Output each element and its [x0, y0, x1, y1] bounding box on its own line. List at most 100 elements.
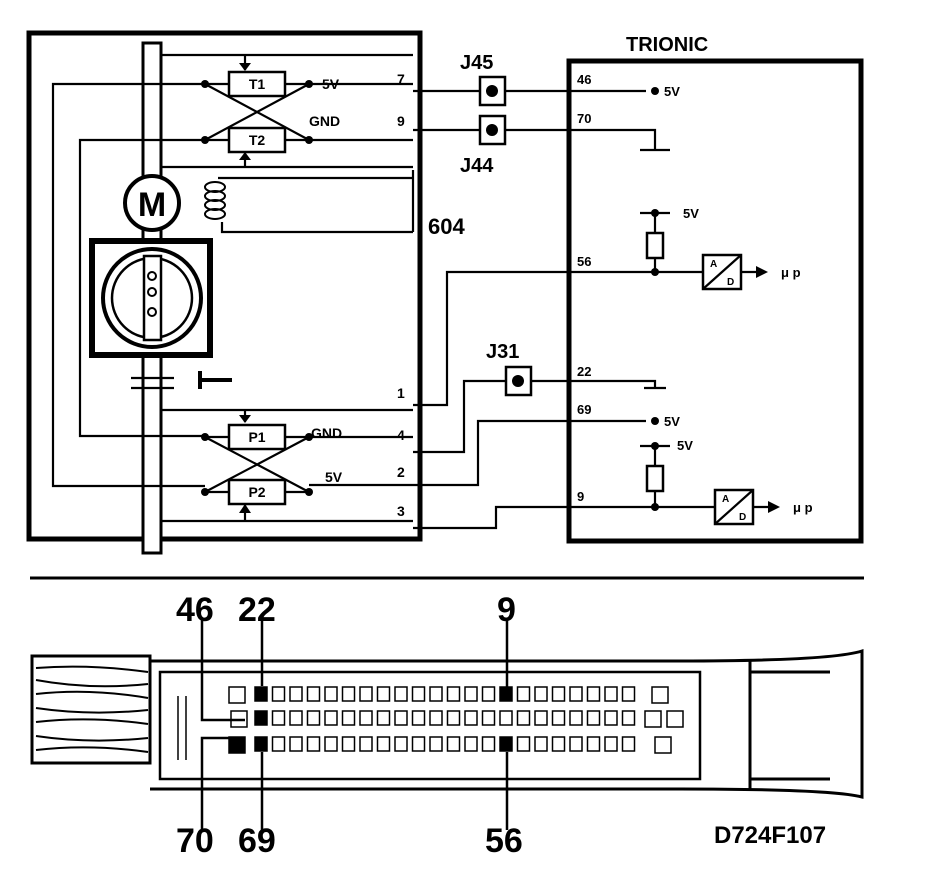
conn-label-70: 70: [176, 822, 214, 860]
pin-9-throttle-label: 9: [397, 113, 405, 129]
connector-pin: [324, 736, 338, 752]
connector-pin: [621, 710, 636, 726]
connector-ribs: [177, 696, 187, 760]
mu-p-b: μ p: [793, 500, 813, 515]
ecu-pin-9: 9: [577, 489, 584, 504]
adc-b-top: A: [722, 494, 729, 505]
connector-pin: [289, 686, 303, 702]
throttle-body-unit: M T1: [26, 30, 465, 555]
p1-ground-label: GND: [311, 425, 342, 441]
connector-pin: [376, 736, 391, 752]
conn-label-46: 46: [176, 591, 214, 629]
ecu-supply-46: 5V: [664, 84, 680, 99]
connector-pin: [359, 686, 373, 702]
pullup-resistor-b: [640, 442, 670, 511]
connector-pin-grid: [228, 686, 684, 754]
ecu-title: TRIONIC: [626, 34, 708, 56]
t2-label: T2: [249, 132, 266, 148]
pin-1-label: 1: [397, 385, 405, 401]
j44-label: J44: [460, 155, 494, 177]
connector-pin: [411, 736, 426, 752]
connector-pin: [394, 686, 408, 702]
t1-label: T1: [249, 76, 266, 92]
connector-pin: [394, 710, 408, 726]
connector-end-pin: [651, 686, 669, 704]
pullup-resistor-a: [640, 209, 670, 276]
connector-pin: [306, 686, 321, 702]
connector-pin: [516, 736, 531, 752]
connector-pin: [394, 736, 408, 752]
ecu-frame: [566, 58, 864, 544]
connector-pin: [254, 736, 268, 752]
connector-pin: [516, 710, 531, 726]
conn-label-22: 22: [238, 591, 276, 629]
ecu-pin-69: 69: [577, 402, 591, 417]
conn-label-56: 56: [485, 822, 523, 860]
connector-end-pin: [644, 710, 662, 728]
connector-pin: [534, 736, 548, 752]
connector-pin: [499, 710, 513, 726]
pin-7-label: 7: [397, 71, 405, 87]
connector-j45: J45: [460, 52, 507, 107]
connector-pin: [289, 710, 303, 726]
sensor-t1-t2: T1 T2: [51, 53, 413, 488]
connector-pin: [341, 710, 356, 726]
ecu-pin-70: 70: [577, 111, 591, 126]
trionic-ecu: TRIONIC 46 70 56 22 69 9 5V 5V A D μ p 5…: [566, 34, 864, 544]
ecu-supply-pullup-a: 5V: [683, 206, 699, 221]
connector-pin: [254, 686, 268, 702]
adc-b: [655, 488, 780, 526]
connector-pin: [376, 710, 391, 726]
adc-b-bottom: D: [739, 512, 746, 523]
connector-pin: [604, 710, 618, 726]
throttle-plate-housing: [89, 238, 213, 358]
ecu-pin-56: 56: [577, 254, 591, 269]
mu-p-a: μ p: [781, 265, 801, 280]
motor-symbol: [123, 174, 181, 232]
pin-4-label: 4: [397, 427, 405, 443]
connector-pin: [446, 686, 461, 702]
connector-pin: [551, 710, 566, 726]
connector-pin: [534, 710, 548, 726]
connector-pin: [569, 710, 583, 726]
figure-code: D724F107: [714, 822, 826, 849]
connector-pin: [481, 686, 496, 702]
connector-pin: [359, 736, 373, 752]
p1-label: P1: [248, 429, 265, 445]
connector-pin: [359, 710, 373, 726]
connector-pin: [271, 710, 286, 726]
ecu-supply-69: 5V: [664, 414, 680, 429]
cable-harness: [30, 654, 152, 765]
connector-pin: [481, 736, 496, 752]
connector-pin: [376, 686, 391, 702]
connector-pin: [499, 736, 513, 752]
ecu-pin-46: 46: [577, 72, 591, 87]
connector-end-pin: [228, 736, 246, 754]
j45-label: J45: [460, 52, 493, 74]
interconnect-wiring: [413, 89, 670, 530]
adc-a-bottom: D: [727, 277, 734, 288]
connector-pin: [254, 710, 268, 726]
connector-pin: [341, 736, 356, 752]
connector-pin: [341, 686, 356, 702]
shaft-coupling: [131, 376, 174, 390]
connector-pin: [621, 686, 636, 702]
t1-supply-label: 5V: [322, 76, 340, 92]
j31-label: J31: [486, 341, 519, 363]
connector-pin: [324, 686, 338, 702]
connector-pin: [569, 686, 583, 702]
connector-pin: [306, 710, 321, 726]
connector-end-pin: [654, 736, 672, 754]
ecu-connector-view: [30, 648, 864, 799]
connector-pin: [621, 736, 636, 752]
connector-pin: [464, 736, 478, 752]
connector-pin: [446, 736, 461, 752]
pin-3-label: 3: [397, 503, 405, 519]
mechanical-stop: [198, 371, 232, 389]
connector-pin: [411, 686, 426, 702]
pin-2-label: 2: [397, 464, 405, 480]
coil-604-label: 604: [428, 214, 465, 239]
connector-pin: [289, 736, 303, 752]
harness-wires: [35, 665, 149, 753]
